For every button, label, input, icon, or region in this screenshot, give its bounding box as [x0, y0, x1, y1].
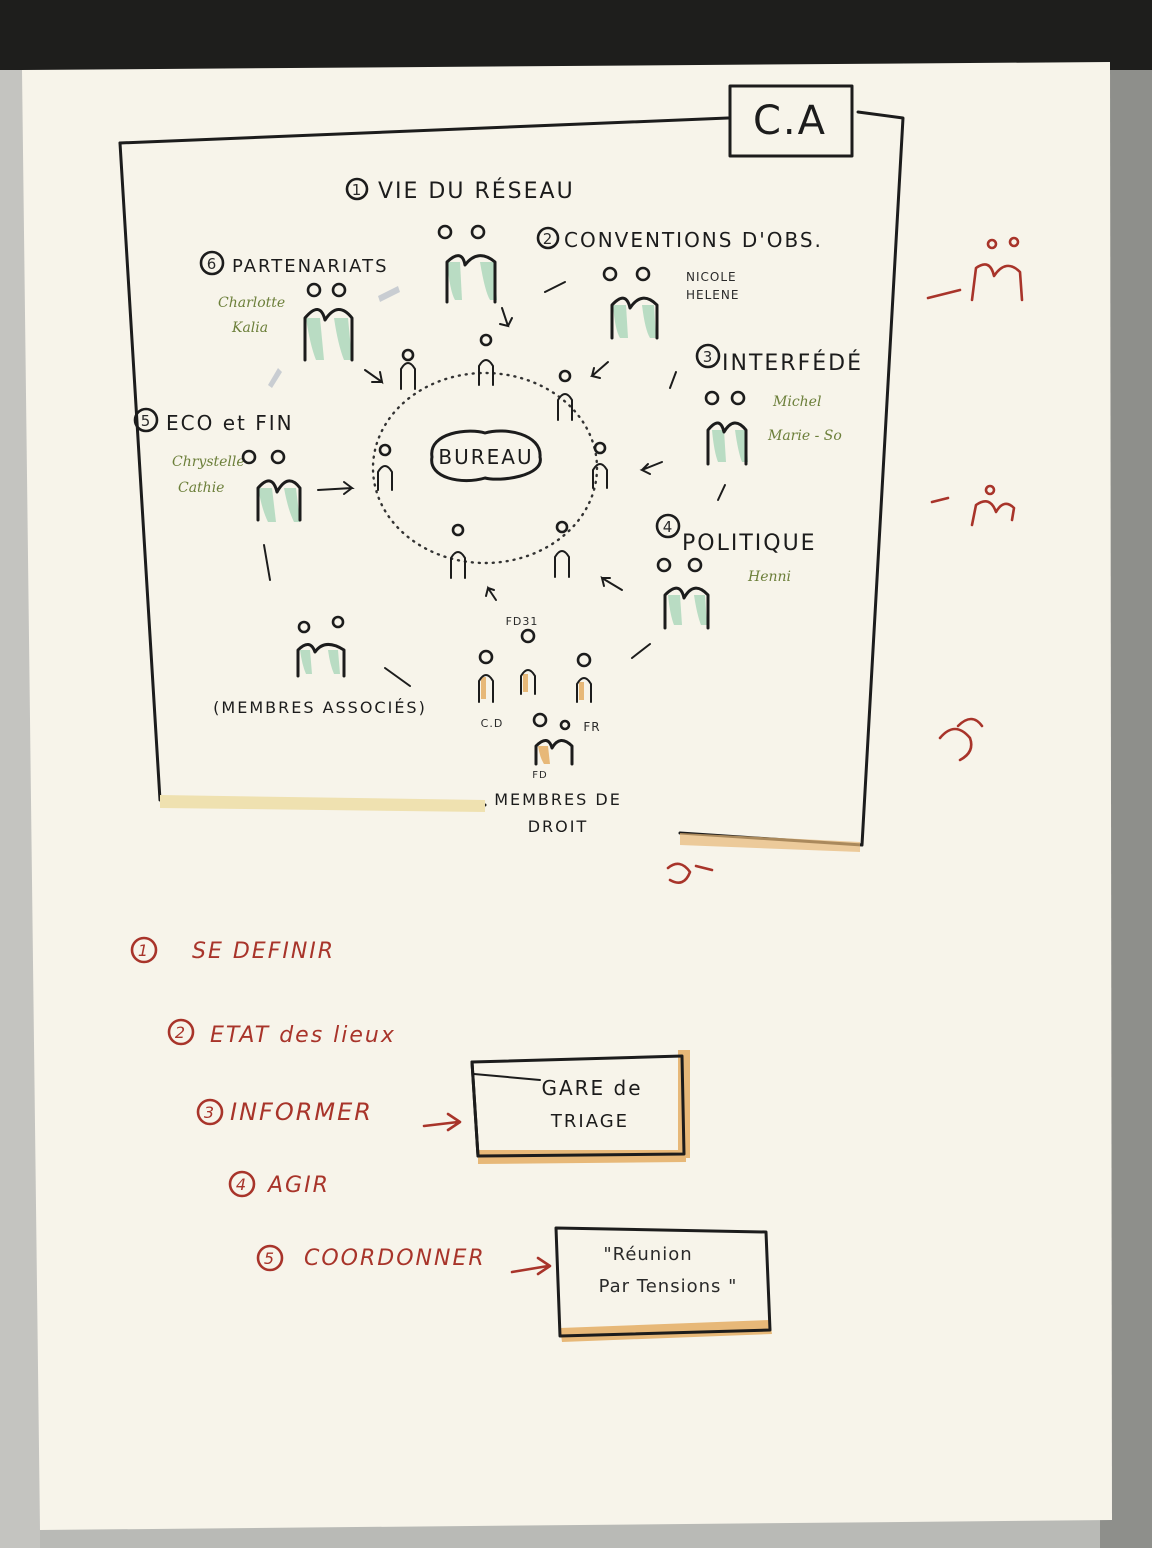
step-1-label: SE DEFINIR	[192, 939, 335, 964]
arrow-to-reunion	[510, 1256, 552, 1276]
tag-fr: FR	[583, 720, 600, 734]
membres-de-droit: FD31 C.D FR FD MEMBRES DE DROIT	[478, 585, 622, 836]
circle-6-name-1: Charlotte	[218, 295, 285, 311]
circle-partenariats: 6 PARTENARIATS Charlotte Kalia	[199, 250, 400, 388]
step-4: 4 AGIR	[228, 1170, 330, 1198]
circle-3-title: INTERFÉDÉ	[722, 350, 863, 376]
step-3-label: INFORMER	[230, 1098, 373, 1126]
circle-3-name-2: Marie - So	[767, 428, 842, 444]
svg-text:2: 2	[175, 1023, 187, 1042]
reunion-line-2: Par Tensions "	[599, 1276, 738, 1297]
circle-politique: 4 POLITIQUE Henni	[600, 513, 817, 659]
step-3: 3 INFORMER	[196, 1098, 462, 1132]
reunion-line-1: "Réunion	[603, 1244, 692, 1265]
tag-fd31: FD31	[506, 615, 539, 628]
ca-box	[728, 84, 854, 158]
steps-list: 1 SE DEFINIR 2 ETAT des lieux 3 INFORMER…	[130, 936, 552, 1276]
gare-line-1: GARE de	[541, 1076, 642, 1100]
membres-associes-label: (MEMBRES ASSOCIÉS)	[213, 698, 427, 717]
svg-text:1: 1	[138, 941, 150, 960]
svg-text:4: 4	[236, 1175, 248, 1194]
circle-eco-fin: 5 ECO et FIN Chrystelle Cathie	[133, 407, 355, 581]
step-1: 1 SE DEFINIR	[130, 936, 335, 964]
tag-fd: FD	[532, 770, 547, 781]
circle-5-name-2: Cathie	[178, 480, 224, 496]
step-2-label: ETAT des lieux	[210, 1023, 396, 1048]
circle-4-title: POLITIQUE	[682, 531, 817, 556]
ca-label: C.A	[753, 98, 827, 144]
svg-text:3: 3	[703, 348, 714, 366]
svg-text:2: 2	[543, 230, 554, 248]
circle-6-title: PARTENARIATS	[232, 256, 389, 277]
ca-frame: C.A	[118, 84, 905, 852]
circle-6-name-2: Kalia	[231, 320, 268, 336]
circle-2-name-2: HELENE	[686, 288, 739, 302]
tag-cd: C.D	[481, 717, 504, 730]
svg-text:6: 6	[207, 255, 218, 273]
circle-2-title: CONVENTIONS D'OBS.	[564, 228, 823, 252]
step-5-label: COORDONNER	[304, 1246, 486, 1271]
circle-2-name-1: NICOLE	[686, 270, 737, 284]
svg-text:5: 5	[264, 1249, 276, 1268]
ring-people	[377, 333, 608, 579]
circle-5-title: ECO et FIN	[166, 411, 294, 435]
svg-text:3: 3	[204, 1103, 216, 1122]
membres-de-droit-label-2: DROIT	[528, 817, 589, 836]
membres-de-droit-label-1: MEMBRES DE	[494, 790, 622, 809]
circle-4-name-1: Henni	[747, 569, 791, 585]
circle-3-name-1: Michel	[772, 394, 821, 410]
step-2: 2 ETAT des lieux	[167, 1018, 396, 1048]
step-5: 5 COORDONNER	[256, 1244, 552, 1276]
gare-box: GARE de TRIAGE	[470, 1050, 690, 1164]
bureau-ring	[371, 371, 599, 565]
paper-sheet	[22, 62, 1112, 1530]
circle-5-name-1: Chrystelle	[172, 454, 245, 470]
reunion-box: "Réunion Par Tensions "	[554, 1226, 772, 1342]
svg-text:4: 4	[663, 518, 674, 536]
circle-interfede: 3 INTERFÉDÉ Michel Marie - So	[639, 343, 863, 501]
gare-line-2: TRIAGE	[550, 1111, 629, 1132]
arrow-to-gare	[422, 1112, 462, 1132]
bureau-center: BUREAU	[430, 429, 542, 483]
membres-associes: (MEMBRES ASSOCIÉS)	[213, 615, 427, 717]
circle-vie-du-reseau: 1 VIE DU RÉSEAU	[345, 177, 575, 328]
svg-text:5: 5	[141, 412, 152, 430]
bureau-label: BUREAU	[438, 445, 533, 469]
circle-conventions: 2 CONVENTIONS D'OBS. NICOLE HELENE	[536, 226, 823, 379]
red-doodles	[666, 236, 1024, 884]
step-4-label: AGIR	[266, 1173, 330, 1198]
svg-text:1: 1	[352, 181, 363, 199]
circle-1-title: VIE DU RÉSEAU	[378, 178, 575, 204]
